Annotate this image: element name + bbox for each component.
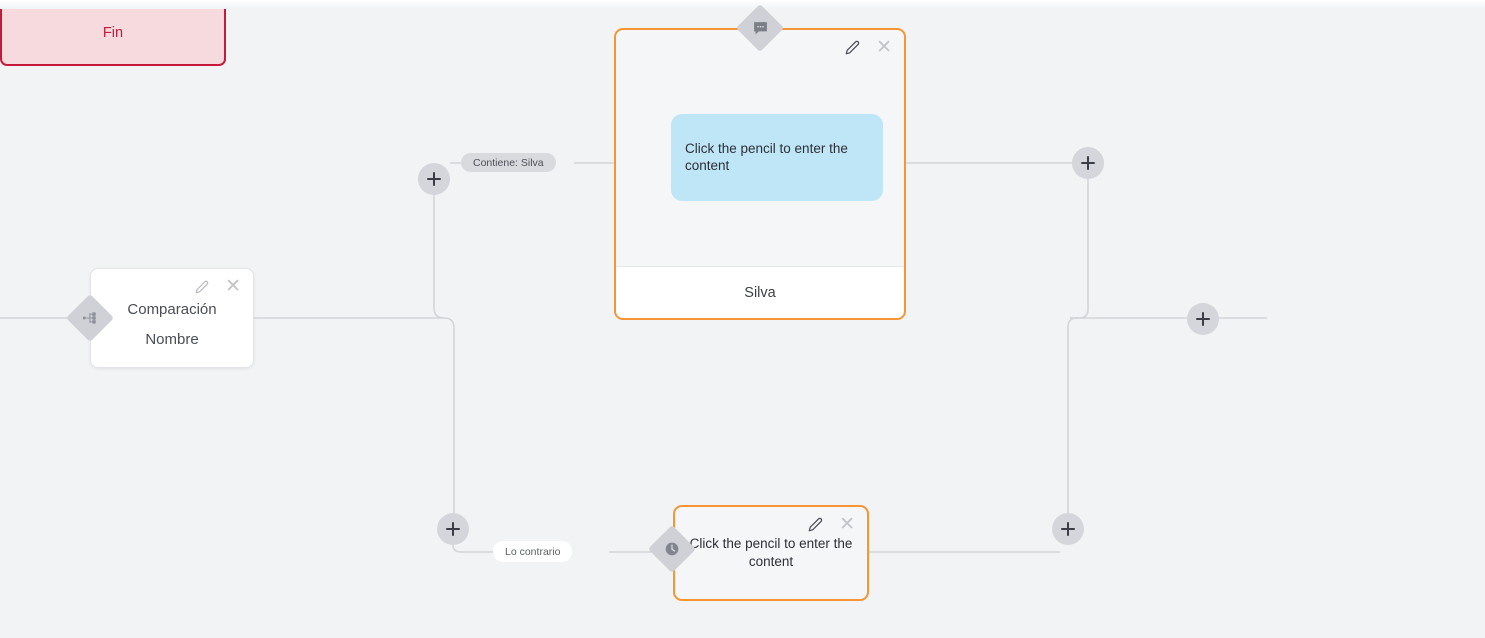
message-bubble: Click the pencil to enter the content [671,114,883,201]
node-delay[interactable]: ✕ Click the pencil to enter the content [673,505,869,601]
node-message-footer: Silva [616,266,904,318]
node-message[interactable]: ✕ Click the pencil to enter the content … [614,28,906,320]
chat-bubble-icon [743,11,777,45]
node-end[interactable]: Fin [0,0,226,66]
edge-plus-c-down [1070,179,1089,319]
node-comparison-actions: ✕ [195,277,241,296]
branch-badge[interactable] [65,293,115,343]
node-end-label: Fin [102,25,124,41]
add-step-branch-bottom[interactable] [437,513,469,545]
clock-badge[interactable] [647,524,697,574]
edge-trunk-up [433,179,445,319]
node-delay-text: Click the pencil to enter the content [689,536,853,569]
edge-label-contrario[interactable]: Lo contrario [493,541,573,562]
branch-icon [73,301,107,335]
node-comparison[interactable]: ✕ Comparación Nombre [90,268,254,368]
add-step-after-delay[interactable] [1052,513,1084,545]
edge-plus-b-to-label [452,544,493,553]
node-comparison-subtitle: Nombre [145,330,199,348]
node-comparison-text: Comparación Nombre [91,295,253,355]
node-delay-actions: ✕ [808,515,855,534]
add-step-after-message[interactable] [1072,147,1104,179]
edge-label-contiene[interactable]: Contiene: Silva [461,153,556,172]
close-icon[interactable]: ✕ [876,37,892,58]
clock-icon [655,532,689,566]
pencil-icon[interactable] [845,40,860,55]
edge-trunk-down [443,317,455,513]
node-message-actions: ✕ [845,38,892,57]
pencil-icon[interactable] [195,280,209,294]
chat-badge[interactable] [735,3,785,53]
close-icon[interactable]: ✕ [225,276,241,297]
add-step-branch-top[interactable] [418,163,450,195]
node-comparison-title: Comparación [127,301,217,318]
edge-plus-d-up [1067,317,1078,513]
pencil-icon[interactable] [808,517,823,532]
close-icon[interactable]: ✕ [839,514,855,535]
add-step-before-end[interactable] [1187,303,1219,335]
